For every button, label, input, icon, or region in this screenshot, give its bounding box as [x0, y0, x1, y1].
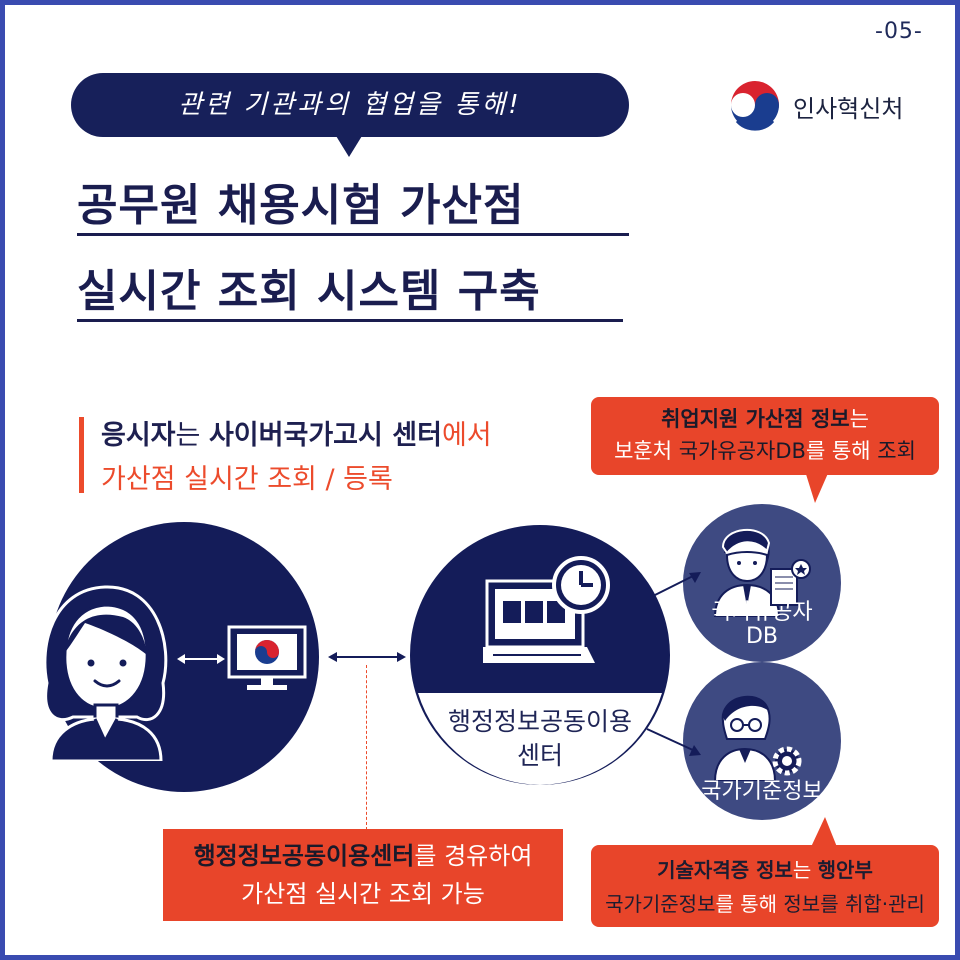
accent-bar: [79, 417, 84, 493]
national-standard-circle: [683, 662, 841, 820]
center-label: 행정정보공동이용 센터: [417, 705, 663, 773]
callout-license-d: 국가기준정보: [605, 892, 716, 916]
page-title-line1: 공무원 채용시험 가산점: [77, 180, 525, 231]
page-title-line2: 실시간 조회 시스템 구축: [77, 266, 541, 317]
callout-center-rest: 를 경유하여: [414, 842, 533, 870]
title-underline-2: [77, 319, 623, 322]
title-underline-1: [77, 233, 629, 236]
engineer-person-icon: [713, 695, 802, 781]
speech-text: 관련 기관과의 협업을 통해!: [178, 90, 522, 120]
taegeuk-logo-icon: [729, 81, 781, 133]
callout-center-bold: 행정정보공동이용센터: [193, 842, 415, 870]
double-arrow-icon: [177, 654, 225, 664]
veteran-db-circle: [683, 504, 841, 662]
intro-cyber-center: 사이버국가고시 센터: [208, 420, 442, 451]
callout-veteran-b: 국가유공자DB: [678, 439, 806, 463]
callout-license-b: 는: [792, 858, 818, 882]
callout-license-info: [591, 845, 939, 927]
callout-veteran-a: 보훈처: [614, 439, 679, 463]
callout-veteran-c: 를 통해: [805, 439, 878, 463]
callout-veteran-info: [591, 397, 939, 475]
callout-license-f: 정보를 취합·관리: [783, 892, 925, 916]
veteran-db-label-line1: 국가유공자: [711, 600, 813, 625]
callout-veteran-tail: [805, 471, 829, 503]
callout-center-text: 행정정보공동이용센터를 경유하여 가산점 실시간 조회 가능: [163, 837, 563, 913]
callout-license-text: 기술자격증 정보는 행안부 국가기준정보를 통해 정보를 취합·관리: [591, 853, 939, 921]
callout-veteran-text: 취업지원 가산점 정보는 보훈처 국가유공자DB를 통해 조회: [591, 403, 939, 467]
national-standard-label: 국가기준정보: [701, 779, 823, 804]
intro-suffix: 에서: [441, 420, 492, 451]
speech-bubble-tail: [333, 131, 365, 157]
callout-center-line2: 가산점 실시간 조회 가능: [241, 880, 485, 908]
female-applicant-icon: [43, 585, 168, 761]
monitor-icon: [227, 625, 307, 690]
callout-veteran-d: 조회: [877, 439, 916, 463]
intro-applicant: 응시자: [101, 420, 176, 451]
center-label-line1: 행정정보공동이용: [447, 707, 632, 736]
veteran-db-label: 국가유공자 DB: [685, 601, 839, 649]
callout-veteran-rest: 는: [849, 407, 869, 431]
veteran-person-icon: [713, 529, 811, 617]
intro-line1: 응시자는 사이버국가고시 센터에서: [101, 413, 492, 452]
veteran-db-label-line2: DB: [745, 624, 779, 649]
center-label-background: [418, 693, 662, 785]
org-name: 인사혁신처: [793, 95, 904, 123]
callout-license-tail: [811, 817, 837, 847]
callout-license-a: 기술자격증 정보: [657, 858, 793, 882]
arrow-to-national-standard: [646, 728, 701, 756]
intro-particle: 는: [175, 420, 209, 451]
double-arrow-icon: [328, 652, 406, 662]
callout-license-e: 를 통해: [715, 892, 784, 916]
center-label-line2: 센터: [516, 741, 563, 770]
intro-line2: 가산점 실시간 조회 / 등록: [101, 464, 393, 495]
callout-center-info: [163, 829, 563, 921]
callout-veteran-bold: 취업지원 가산점 정보: [661, 407, 850, 431]
speech-bubble: [71, 73, 629, 137]
dotted-connector: [366, 665, 367, 830]
callout-license-c: 행안부: [817, 858, 873, 882]
computer-clock-icon: [483, 556, 610, 663]
arrow-to-veteran-db: [646, 572, 701, 600]
page-number: -05-: [875, 19, 923, 44]
